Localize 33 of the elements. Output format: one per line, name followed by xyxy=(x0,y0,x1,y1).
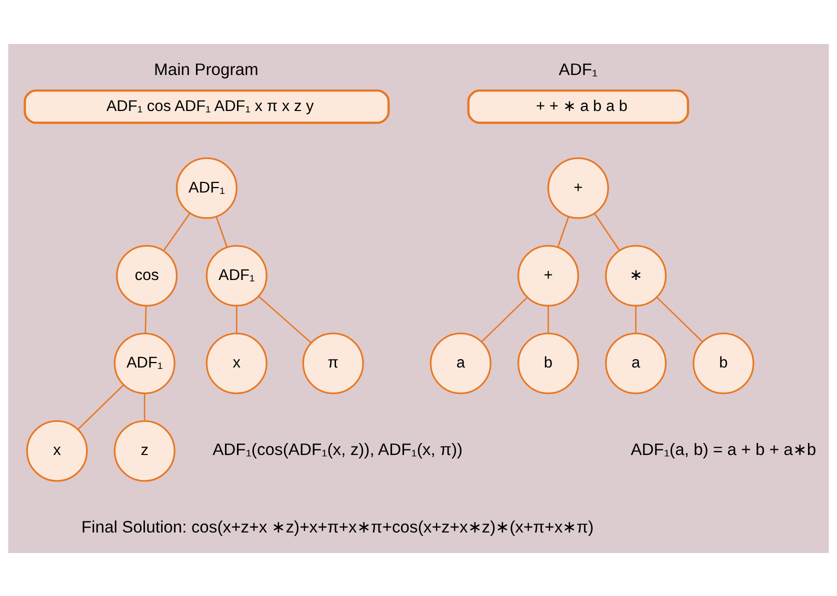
node-circle: ADF₁ xyxy=(114,332,176,394)
label: ADF₁(a, b) = a + b + a∗b xyxy=(630,439,816,458)
connector xyxy=(144,305,147,333)
connector xyxy=(236,305,238,333)
connector xyxy=(481,296,528,342)
connector xyxy=(78,384,124,430)
connector xyxy=(163,212,191,251)
node-circle: a xyxy=(605,332,667,394)
node-circle: ∗ xyxy=(605,244,667,306)
node-circle: a xyxy=(430,332,492,394)
node-circle: z xyxy=(114,420,176,482)
node-circle: cos xyxy=(116,244,178,306)
node-circle: b xyxy=(517,332,580,394)
node-label: ADF₁ xyxy=(558,60,598,79)
connector xyxy=(548,305,549,333)
connector xyxy=(557,216,570,247)
label: Final Solution: cos(x+z+x ∗z)+x+π+x∗π+cos(x+z+x∗z)∗(x+π+x∗π) xyxy=(81,516,594,536)
connector xyxy=(594,212,620,250)
connector xyxy=(258,295,312,343)
node-circle: + xyxy=(517,244,580,306)
node-label: Main Program xyxy=(154,60,258,79)
connector xyxy=(635,305,637,333)
label: ADF₁(cos(ADF₁(x, z)), ADF₁(x, π)) xyxy=(212,439,463,458)
node-circle: b xyxy=(692,332,754,394)
node-circle: + xyxy=(547,156,609,218)
connector xyxy=(216,216,228,247)
node-circle: x xyxy=(26,420,88,482)
connector xyxy=(656,296,703,342)
node-circle: π xyxy=(302,332,364,394)
node-circle: ADF₁ xyxy=(206,244,268,306)
node-circle: x xyxy=(206,332,268,394)
node-circle: ADF₁ xyxy=(176,156,238,218)
connector xyxy=(144,392,146,420)
